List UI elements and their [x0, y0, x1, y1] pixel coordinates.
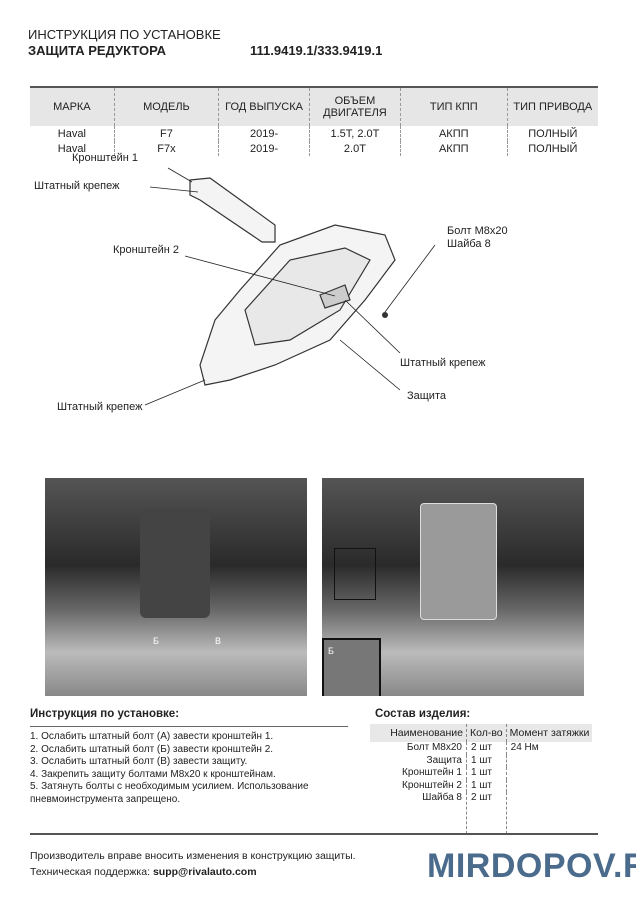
doc-title: ИНСТРУКЦИЯ ПО УСТАНОВКЕ [28, 27, 221, 42]
label-std-fastener: Штатный крепеж [57, 401, 143, 413]
col-header: МОДЕЛЬ [114, 86, 220, 126]
instructions-heading: Инструкция по установке: [30, 708, 180, 720]
vehicle-spec-table: МАРКА МОДЕЛЬ ГОД ВЫПУСКА ОБЪЕМ ДВИГАТЕЛЯ… [30, 86, 598, 156]
footer-text: Производитель вправе вносить изменения в… [30, 850, 356, 878]
label-guard: Защита [407, 390, 446, 402]
footer-divider [30, 833, 598, 835]
product-name: ЗАЩИТА РЕДУКТОРА [28, 43, 166, 58]
bracket-1-shape [189, 177, 276, 243]
composition-heading: Состав изделия: [375, 708, 471, 720]
col-header: МАРКА [30, 86, 115, 126]
label-bracket-1: Кронштейн 1 [72, 152, 138, 164]
label-std-fastener: Штатный крепеж [34, 180, 120, 192]
col-header: ГОД ВЫПУСКА [218, 86, 310, 126]
product-code: 111.9419.1/333.9419.1 [250, 43, 383, 58]
photo-after-install: Б [322, 478, 584, 696]
label-std-fastener: Штатный крепеж [400, 357, 486, 369]
assembly-diagram [144, 167, 436, 406]
col-header: ТИП ПРИВОДА [507, 86, 598, 126]
instruction-steps: 1. Ослабить штатный болт (А) завести кро… [30, 731, 309, 805]
watermark: MIRDOPOV.RU [427, 847, 636, 885]
support-email[interactable]: supp@rivalauto.com [152, 866, 257, 878]
col-header: ТИП КПП [400, 86, 508, 126]
label-bracket-2: Кронштейн 2 [113, 244, 179, 256]
col-header: ОБЪЕМ ДВИГАТЕЛЯ [309, 86, 401, 126]
photo-before-install: Б В [45, 478, 307, 696]
